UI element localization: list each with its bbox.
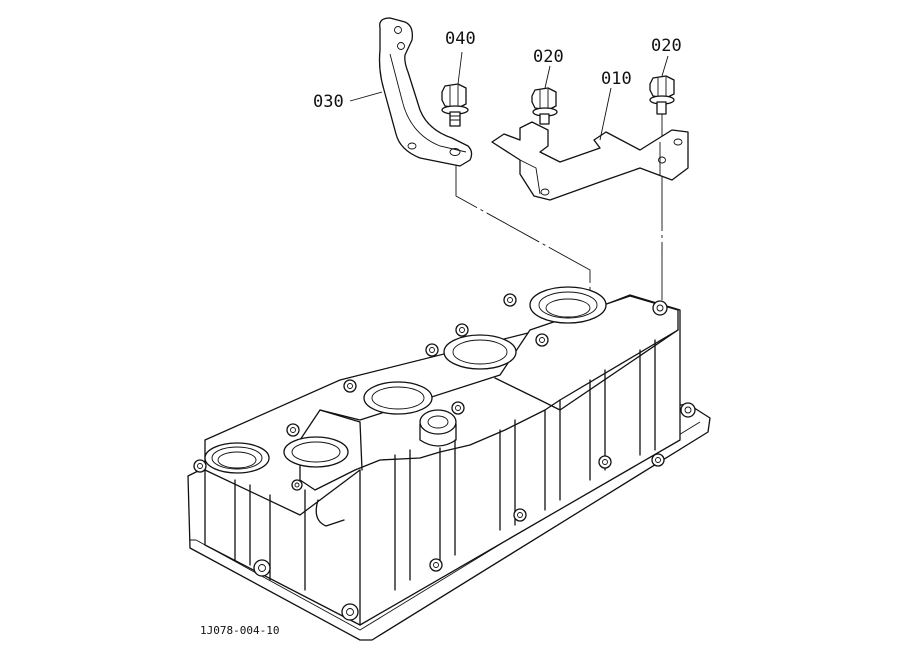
cover-ribs [234,339,656,591]
callout-040: 040 [445,29,476,49]
callout-020-left: 020 [533,47,564,67]
head-cover [187,286,711,641]
breather-pipe [315,499,345,527]
callout-030: 030 [313,92,344,112]
leader-lines [349,51,669,141]
figure-code: 1J078-004-10 [200,624,279,637]
cover-bolt-holes [193,293,696,621]
bolt-040 [441,83,469,127]
stay-010 [491,121,689,201]
cover-top-ridge [299,295,679,491]
assembly-lines [455,100,663,300]
bracket-030 [378,17,473,167]
callout-010: 010 [601,69,632,89]
bolt-020-right [649,75,675,115]
callout-020-right: 020 [651,36,682,56]
cover-bores [204,286,607,474]
bolt-020-left [531,87,558,125]
oil-filler-boss [419,409,457,447]
